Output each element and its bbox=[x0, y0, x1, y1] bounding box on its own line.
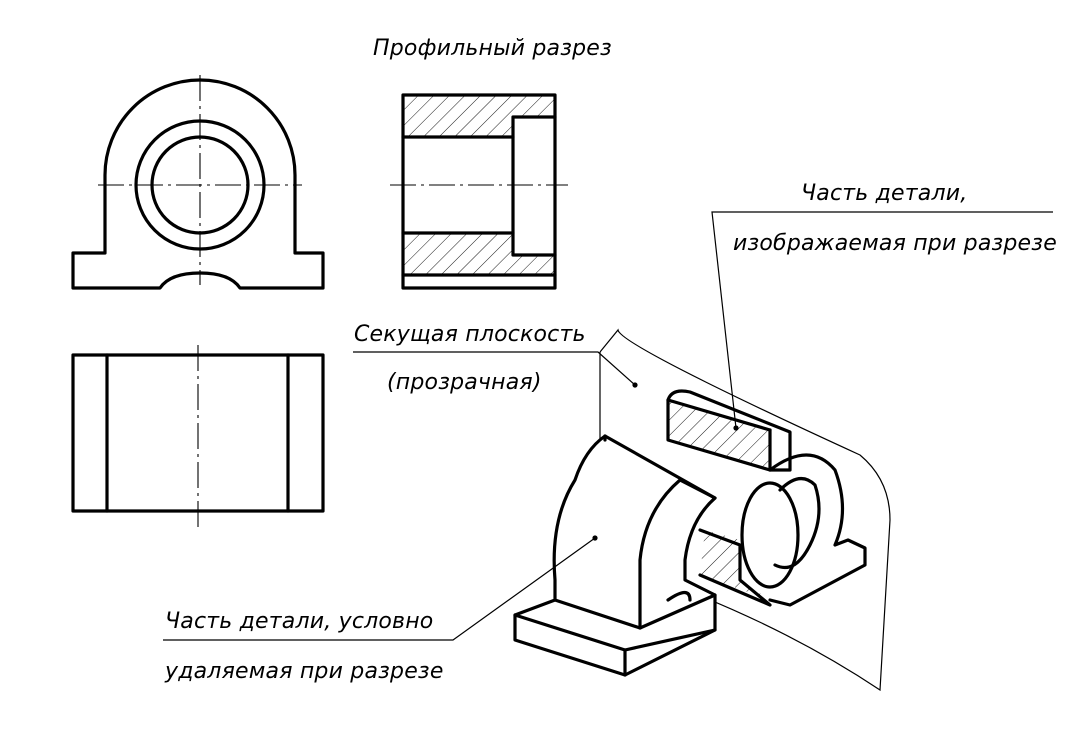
leader-lines bbox=[163, 211, 1053, 641]
profile-section bbox=[390, 93, 568, 290]
cutting-plane-label-2: (прозрачная) bbox=[387, 370, 542, 395]
isometric-view bbox=[513, 328, 891, 692]
title-label: Профильный разрез bbox=[373, 36, 612, 61]
shown-part bbox=[666, 389, 867, 607]
front-view bbox=[71, 75, 325, 290]
removed-part bbox=[513, 434, 717, 677]
part-removed-label-2: удаляемая при разрезе bbox=[164, 659, 444, 684]
part-shown-label-2: изображаемая при разрезе bbox=[733, 231, 1057, 256]
top-view bbox=[71, 345, 325, 527]
part-removed-label-1: Часть детали, условно bbox=[165, 609, 433, 634]
cutting-plane-label-1: Секущая плоскость bbox=[354, 322, 586, 347]
part-shown-label-1: Часть детали, bbox=[801, 181, 967, 206]
